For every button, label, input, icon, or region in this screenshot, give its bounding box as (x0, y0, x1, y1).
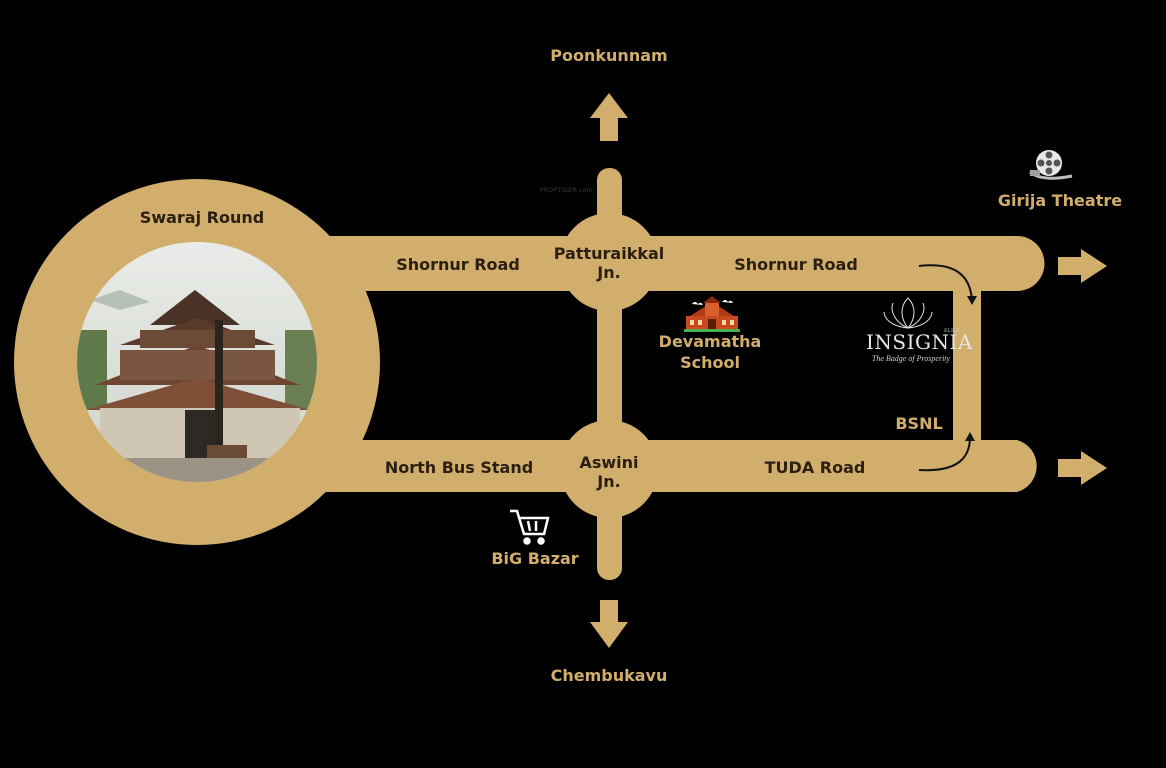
label-chembukavu: Chembukavu (550, 666, 668, 685)
label-devamatha-line1: Devamatha (658, 332, 762, 351)
label-aswini-line2: Jn. (597, 472, 621, 491)
arrow-down-icon (590, 600, 628, 648)
label-swaraj-round: Swaraj Round (139, 208, 265, 227)
brand-name: INSIGNIA (866, 330, 973, 354)
label-shornur-road-east: Shornur Road (734, 255, 858, 274)
label-aswini-line1: Aswini (579, 453, 639, 472)
label-tuda-road: TUDA Road (764, 458, 866, 477)
label-poonkunnam: Poonkunnam (550, 46, 668, 65)
label-devamatha-line2: School (680, 353, 740, 372)
curve-arrow-down-icon (918, 264, 973, 301)
brand-elite: ELITE (944, 328, 960, 334)
label-patturaikkal-line2: Jn. (597, 263, 621, 282)
patturaikkal-junction (560, 213, 658, 311)
curve-arrow-up-icon (918, 436, 971, 472)
watermark: PROPTIGER.com (540, 187, 593, 194)
label-north-bus-stand: North Bus Stand (384, 458, 534, 477)
school-icon (684, 296, 740, 332)
shopping-cart-icon (510, 509, 550, 545)
brand-tagline: The Badge of Prosperity (871, 354, 951, 363)
label-devamatha-school: Devamatha School (645, 331, 775, 373)
tuda-road (300, 440, 1037, 492)
lotus-logo-icon (883, 297, 933, 329)
arrow-right-bottom-icon (1058, 451, 1107, 485)
label-patturaikkal-line1: Patturaikkal (553, 244, 665, 263)
label-patturaikkal-junction: Patturaikkal Jn. (549, 244, 669, 282)
temple-photo (77, 242, 317, 482)
film-reel-icon (1029, 150, 1073, 180)
arrow-up-icon (590, 93, 628, 141)
label-big-bazar: BiG Bazar (491, 549, 579, 568)
label-aswini-junction: Aswini Jn. (559, 453, 659, 491)
label-shornur-road-west: Shornur Road (396, 255, 520, 274)
label-girija-theatre: Girija Theatre (997, 191, 1123, 210)
arrow-right-top-icon (1058, 249, 1107, 283)
connector-road (953, 260, 981, 470)
aswini-junction (560, 420, 658, 518)
label-bsnl: BSNL (895, 414, 943, 433)
shornur-road (300, 236, 1045, 291)
